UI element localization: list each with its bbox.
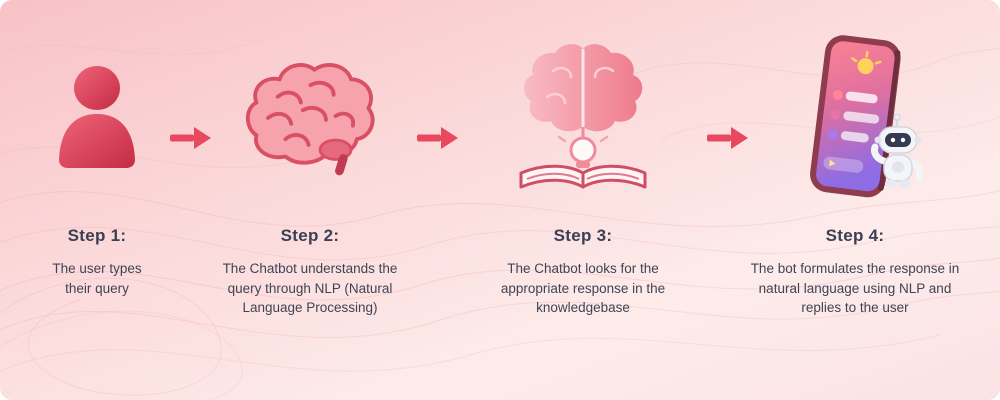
step-2-icon-area bbox=[243, 0, 378, 212]
step-4-title: Step 4: bbox=[825, 226, 885, 245]
arrow-right-icon bbox=[707, 127, 748, 149]
step-2-title: Step 2: bbox=[280, 226, 340, 245]
step-3-icon-area bbox=[513, 0, 653, 212]
step-2-description: The Chatbot understands the query throug… bbox=[222, 261, 398, 316]
step-1-title: Step 1: bbox=[67, 226, 127, 245]
arrow-right-icon bbox=[417, 127, 458, 149]
phone-bot-icon bbox=[809, 35, 923, 198]
step-3-description: The Chatbot looks for the appropriate re… bbox=[500, 261, 666, 316]
arrow-right-icon bbox=[170, 127, 211, 149]
user-icon bbox=[59, 66, 135, 168]
step-1-description: The user types their query bbox=[52, 261, 142, 296]
step-1-icon-area bbox=[56, 0, 138, 212]
knowledgebase-icon bbox=[519, 44, 647, 189]
brain-icon bbox=[245, 63, 374, 176]
step-4-description: The bot formulates the response in natur… bbox=[750, 261, 960, 316]
step-3: Step 3: The Chatbot looks for the approp… bbox=[473, 0, 693, 318]
step-1: Step 1: The user types their query bbox=[22, 0, 172, 298]
step-3-title: Step 3: bbox=[553, 226, 613, 245]
step-4-icon-area bbox=[783, 0, 928, 212]
step-4: Step 4: The bot formulates the response … bbox=[737, 0, 973, 318]
step-2: Step 2: The Chatbot understands the quer… bbox=[195, 0, 425, 318]
